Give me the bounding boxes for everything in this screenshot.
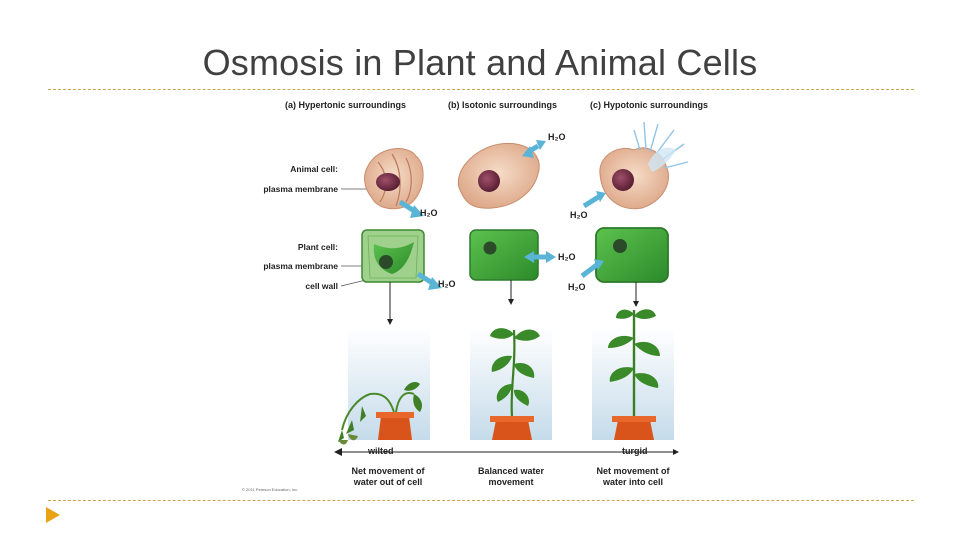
- wilted-plant: [338, 382, 422, 445]
- water-label-a1: H₂O: [420, 208, 438, 218]
- osmosis-figure: (a) Hypertonic surroundings (b) Isotonic…: [242, 100, 708, 492]
- caption-in-line1: Net movement of: [596, 466, 670, 476]
- water-label-c1: H₂O: [570, 210, 588, 220]
- top-divider: [48, 89, 914, 90]
- animal-cell-normal: [457, 142, 540, 209]
- plant-cell-plasmolyzed: [361, 229, 425, 283]
- water-in-arrow-animal: [582, 193, 602, 209]
- leader-cell-wall: [340, 279, 367, 287]
- water-label-c2: H₂O: [568, 282, 586, 292]
- caption-balanced-line1: Balanced water: [478, 466, 545, 476]
- water-label-b1: H₂O: [548, 132, 566, 142]
- label-plant-cell: Plant cell:: [298, 242, 338, 252]
- caption-in-line2: water into cell: [602, 477, 663, 487]
- copyright-text: © 2011 Pearson Education, Inc.: [242, 487, 298, 492]
- label-animal-cell: Animal cell:: [290, 164, 338, 174]
- label-cell-wall: cell wall: [305, 281, 338, 291]
- play-bullet-icon: [46, 507, 60, 523]
- caption-out-line2: water out of cell: [353, 477, 423, 487]
- plant-cell-flaccid: [469, 229, 539, 281]
- label-animal-membrane: plasma membrane: [263, 184, 338, 194]
- water-label-b2: H₂O: [558, 252, 576, 262]
- water-in-arrow-plant: [580, 262, 600, 278]
- caption-balanced-line2: movement: [488, 477, 533, 487]
- bottom-divider: [48, 500, 914, 501]
- turgid-plant: [608, 309, 660, 440]
- state-wilted: wilted: [367, 446, 394, 456]
- caption-out-line1: Net movement of: [351, 466, 425, 476]
- label-plant-membrane: plasma membrane: [263, 261, 338, 271]
- animal-cell-shriveled: [364, 148, 424, 210]
- header-hypotonic: (c) Hypotonic surroundings: [590, 100, 708, 110]
- water-label-a2: H₂O: [438, 279, 456, 289]
- header-isotonic: (b) Isotonic surroundings: [448, 100, 557, 110]
- plant-cell-turgid: [595, 227, 669, 283]
- state-turgid: turgid: [622, 446, 648, 456]
- slide-title: Osmosis in Plant and Animal Cells: [202, 42, 758, 83]
- balanced-plant: [490, 328, 540, 440]
- header-hypertonic: (a) Hypertonic surroundings: [285, 100, 406, 110]
- animal-cell-lysed: [599, 121, 689, 210]
